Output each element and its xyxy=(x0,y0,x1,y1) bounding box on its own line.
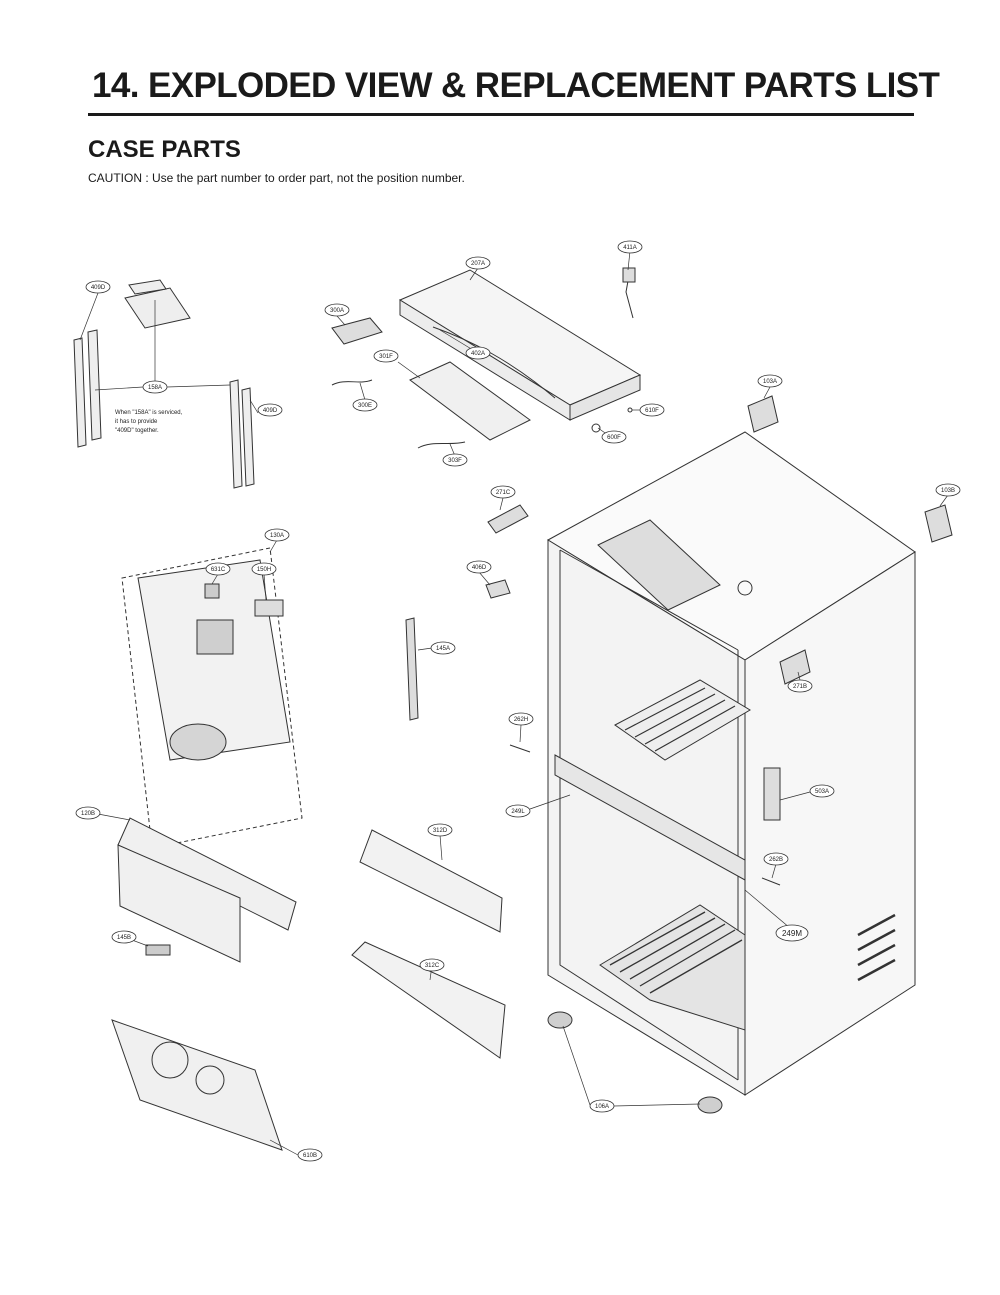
part-303F xyxy=(417,441,466,449)
page-title: 14. EXPLODED VIEW & REPLACEMENT PARTS LI… xyxy=(92,66,940,105)
callout-312C: 312C xyxy=(425,963,440,969)
callout-631C: 631C xyxy=(211,567,226,573)
callout-610B: 610B xyxy=(303,1153,317,1159)
part-600F xyxy=(591,423,601,433)
part-120B xyxy=(117,817,297,963)
callout-406D: 406D xyxy=(472,565,487,571)
part-145B xyxy=(145,944,171,956)
part-106A xyxy=(547,1011,723,1114)
part-130A-panel xyxy=(137,559,291,761)
part-158A-409D xyxy=(73,279,255,489)
callout-402A: 402A xyxy=(471,351,485,357)
callout-130A: 130A xyxy=(270,533,284,539)
service-note-line-2: it has to provide xyxy=(115,419,158,425)
title-rule xyxy=(88,113,914,116)
callout-145B: 145B xyxy=(117,935,131,941)
part-610F xyxy=(627,407,633,413)
callout-145A: 145A xyxy=(436,646,450,652)
part-312C xyxy=(351,941,506,1059)
callout-249L: 249L xyxy=(511,809,525,815)
part-610B xyxy=(111,1019,283,1151)
callout-262B: 262B xyxy=(769,857,783,863)
callout-303F: 303F xyxy=(448,458,462,464)
part-145A xyxy=(405,617,419,721)
part-271C xyxy=(487,504,529,534)
service-note-line-1: When "158A" is serviced, xyxy=(115,410,183,416)
callout-300A: 300A xyxy=(330,308,344,314)
callout-600F: 600F xyxy=(607,435,621,441)
part-312D xyxy=(359,829,503,933)
part-402A xyxy=(432,326,556,399)
callout-103A: 103A xyxy=(763,379,777,385)
part-150H xyxy=(254,599,284,617)
part-300E xyxy=(331,379,373,386)
caution-text: CAUTION : Use the part number to order p… xyxy=(88,171,465,185)
callout-106A: 106A xyxy=(595,1104,609,1110)
callout-158A: 158A xyxy=(148,385,162,391)
callout-249M: 249M xyxy=(782,929,802,938)
callout-207A: 207A xyxy=(471,261,485,267)
part-271B xyxy=(779,649,811,685)
callout-312D: 312D xyxy=(433,828,448,834)
part-103B xyxy=(924,504,953,543)
callout-150H: 150H xyxy=(257,567,271,573)
callout-409D-top: 409D xyxy=(91,285,106,291)
part-301F xyxy=(409,361,531,441)
refrigerator-case xyxy=(547,431,916,1096)
callout-610F: 610F xyxy=(645,408,659,414)
callout-262H: 262H xyxy=(514,717,528,723)
callout-300E: 300E xyxy=(358,403,372,409)
callout-271C: 271C xyxy=(496,490,511,496)
callout-271B: 271B xyxy=(793,684,807,690)
part-406D xyxy=(485,579,511,599)
callout-409D-right: 409D xyxy=(263,408,278,414)
part-631C xyxy=(204,583,220,599)
part-262B xyxy=(761,877,781,886)
section-heading: CASE PARTS xyxy=(88,136,241,163)
part-262H xyxy=(509,744,531,753)
part-130A-box xyxy=(121,547,303,849)
callout-503A: 503A xyxy=(815,789,829,795)
callout-103B: 103B xyxy=(941,488,955,494)
service-note-line-3: "409D" together. xyxy=(115,428,159,434)
callout-120B: 120B xyxy=(81,811,95,817)
callout-301F: 301F xyxy=(379,354,393,360)
callout-411A: 411A xyxy=(623,245,637,251)
part-103A xyxy=(747,395,779,433)
part-300A xyxy=(331,317,383,345)
